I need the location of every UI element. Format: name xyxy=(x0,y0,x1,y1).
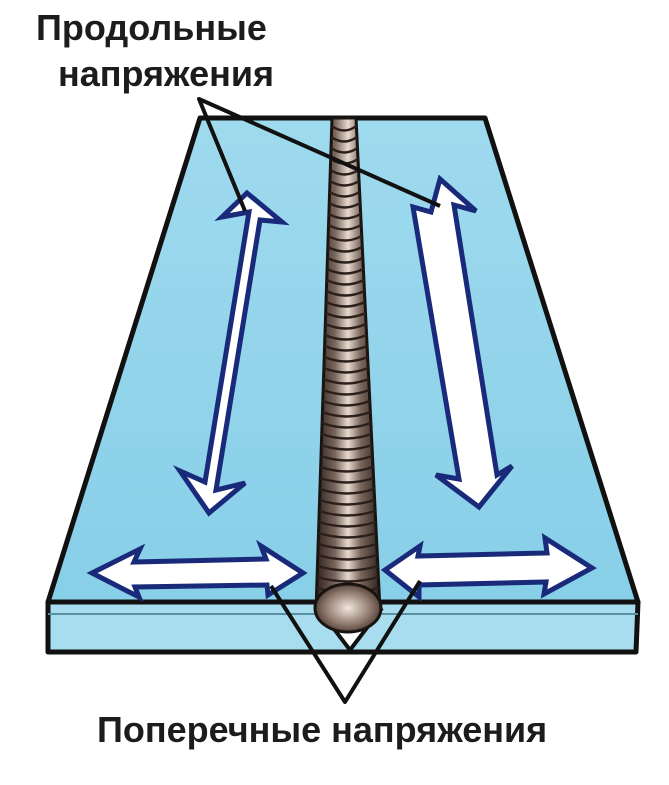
weld-ripple xyxy=(322,399,371,407)
weld-ripple xyxy=(323,377,370,385)
weld-ripple xyxy=(317,553,378,561)
weld-ripple xyxy=(327,234,363,242)
label-longitudinal-line1: Продольные xyxy=(36,7,267,48)
weld-ripple xyxy=(324,322,367,330)
weld-ripple xyxy=(319,487,375,495)
weld-ripple xyxy=(326,278,365,286)
weld-ripple xyxy=(324,333,368,341)
weld-ripple xyxy=(320,454,373,462)
weld-ripple xyxy=(320,465,374,473)
transverse-arrow-left xyxy=(86,539,308,603)
weld-ripple xyxy=(324,344,368,352)
weld-ripple xyxy=(322,388,370,396)
weld-ripple xyxy=(327,223,362,231)
label-longitudinal-line2: напряжения xyxy=(58,53,274,94)
longitudinal-arrow-right xyxy=(409,174,514,511)
weld-ripple xyxy=(322,410,371,418)
weld-ripple xyxy=(321,421,372,429)
weld-ripple xyxy=(331,125,358,132)
weld-ripple xyxy=(326,256,364,264)
weld-ripple xyxy=(323,366,369,374)
weld-ripple xyxy=(316,575,379,583)
weld-ripple xyxy=(330,146,359,154)
weld-ripple xyxy=(317,564,379,572)
weld-ripple xyxy=(319,476,374,484)
weld-ripple xyxy=(321,432,372,440)
transverse-arrow-right xyxy=(380,532,597,603)
weld-ripple xyxy=(329,179,360,187)
longitudinal-arrow-left xyxy=(172,189,290,517)
weld-ripple xyxy=(328,212,362,220)
weld-ripple xyxy=(325,300,366,308)
weld-ripple xyxy=(318,520,377,528)
weld-ripple xyxy=(318,509,376,517)
weld-ripple xyxy=(329,168,360,176)
weld-ripple xyxy=(328,190,361,198)
weld-ripple xyxy=(325,289,365,297)
label-transverse: Поперечные напряжения xyxy=(97,709,547,750)
weld-ripple xyxy=(325,311,367,319)
weld-ripple xyxy=(327,245,363,253)
weld-bead-end xyxy=(313,582,383,634)
weld-ripple xyxy=(328,201,361,209)
weld-ripple xyxy=(317,542,378,550)
weld-ripple xyxy=(318,531,377,539)
leader-line-transverse xyxy=(269,579,422,704)
weld-ripple xyxy=(323,355,369,363)
weld-ripple xyxy=(326,267,364,275)
weld-ripple xyxy=(330,135,358,143)
leader-line-longitudinal xyxy=(197,97,441,212)
weld-ripple xyxy=(319,498,376,506)
weld-ripple xyxy=(320,443,373,451)
